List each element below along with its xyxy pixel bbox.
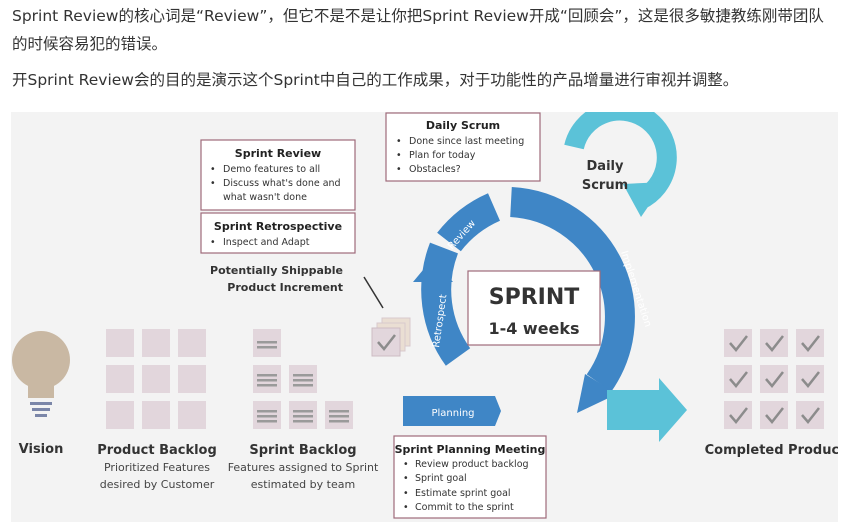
sprint-review-item: Demo features to all: [223, 164, 320, 175]
sprint-review-item: Discuss what's done and: [223, 178, 341, 189]
lightbulb-icon: [12, 331, 70, 417]
sprint-duration: 1-4 weeks: [488, 319, 579, 338]
vision-title: Vision: [19, 442, 64, 457]
svg-text:•: •: [403, 502, 409, 513]
sprint-planning-box: Sprint Planning Meeting • Review product…: [393, 435, 547, 519]
daily-scrum-title: Daily Scrum: [426, 119, 500, 132]
product-backlog-title: Product Backlog: [97, 443, 217, 458]
daily-scrum-item: Done since last meeting: [409, 136, 524, 147]
daily-scrum-label: Scrum: [582, 178, 628, 193]
sprint-backlog-title: Sprint Backlog: [249, 443, 356, 458]
sprint-retro-item: Inspect and Adapt: [223, 237, 310, 248]
svg-text:•: •: [403, 473, 409, 484]
intro-paragraph: Sprint Review的核心词是“Review”，但它不是不是让你把Spri…: [12, 7, 824, 53]
sprint-title: SPRINT: [489, 285, 580, 310]
planning-label: Planning: [431, 408, 474, 419]
sprint-backlog-sub: estimated by team: [251, 478, 355, 491]
completed-product-title: Completed Product: [705, 443, 838, 458]
daily-scrum-label: Daily: [587, 159, 624, 174]
sprint-review-title: Sprint Review: [235, 147, 321, 160]
daily-scrum-item: Plan for today: [409, 150, 476, 161]
svg-text:•: •: [396, 164, 402, 175]
svg-text:•: •: [403, 459, 409, 470]
svg-text:•: •: [210, 178, 216, 189]
daily-scrum-box: Daily Scrum • Done since last meeting • …: [385, 112, 541, 182]
sprint-center-box: SPRINT 1-4 weeks: [467, 270, 601, 346]
svg-text:•: •: [403, 488, 409, 499]
planning-meeting-item: Estimate sprint goal: [415, 488, 511, 499]
svg-text:•: •: [396, 150, 402, 161]
svg-text:•: •: [210, 237, 216, 248]
sprint-retrospective-box: Sprint Retrospective • Inspect and Adapt: [200, 212, 356, 254]
sprint-backlog-sub: Features assigned to Sprint: [228, 461, 379, 474]
planning-meeting-item: Commit to the sprint: [415, 502, 514, 513]
daily-scrum-cycle-arrow: Daily Scrum: [564, 100, 677, 217]
shippable-label: Product Increment: [227, 281, 343, 294]
sprint-cycle: Review Implementation Retrospect Plannin…: [403, 187, 653, 426]
check-icon: [729, 335, 820, 424]
svg-text:•: •: [210, 164, 216, 175]
completed-product-group: Completed Product: [705, 329, 845, 458]
sprint-retro-title: Sprint Retrospective: [214, 220, 342, 233]
purpose-paragraph: 开Sprint Review会的目的是演示这个Sprint中自己的工作成果，对于…: [12, 71, 739, 89]
svg-text:•: •: [396, 136, 402, 147]
product-backlog-group: Product Backlog Prioritized Features des…: [97, 329, 217, 491]
sprint-review-box: Sprint Review • Demo features to all • D…: [200, 139, 356, 211]
product-backlog-sub: Prioritized Features: [104, 461, 210, 474]
scrum-process-diagram: Sprint Review • Demo features to all • D…: [11, 100, 845, 522]
sprint-backlog-group: Sprint Backlog Features assigned to Spri…: [228, 329, 379, 491]
planning-meeting-title: Sprint Planning Meeting: [395, 443, 546, 456]
sprint-review-item: what wasn't done: [223, 192, 307, 203]
vision-group: Vision: [12, 331, 70, 457]
daily-scrum-item: Obstacles?: [409, 164, 461, 175]
scrum-diagram-svg: Sprint Review • Demo features to all • D…: [12, 100, 845, 519]
shippable-increment: Potentially Shippable Product Increment: [210, 264, 411, 357]
shippable-label: Potentially Shippable: [210, 264, 343, 277]
to-completed-arrow: [607, 378, 687, 442]
planning-meeting-item: Review product backlog: [415, 459, 529, 470]
planning-meeting-item: Sprint goal: [415, 473, 467, 484]
product-backlog-sub: desired by Customer: [100, 478, 215, 491]
check-icon: [377, 334, 396, 351]
